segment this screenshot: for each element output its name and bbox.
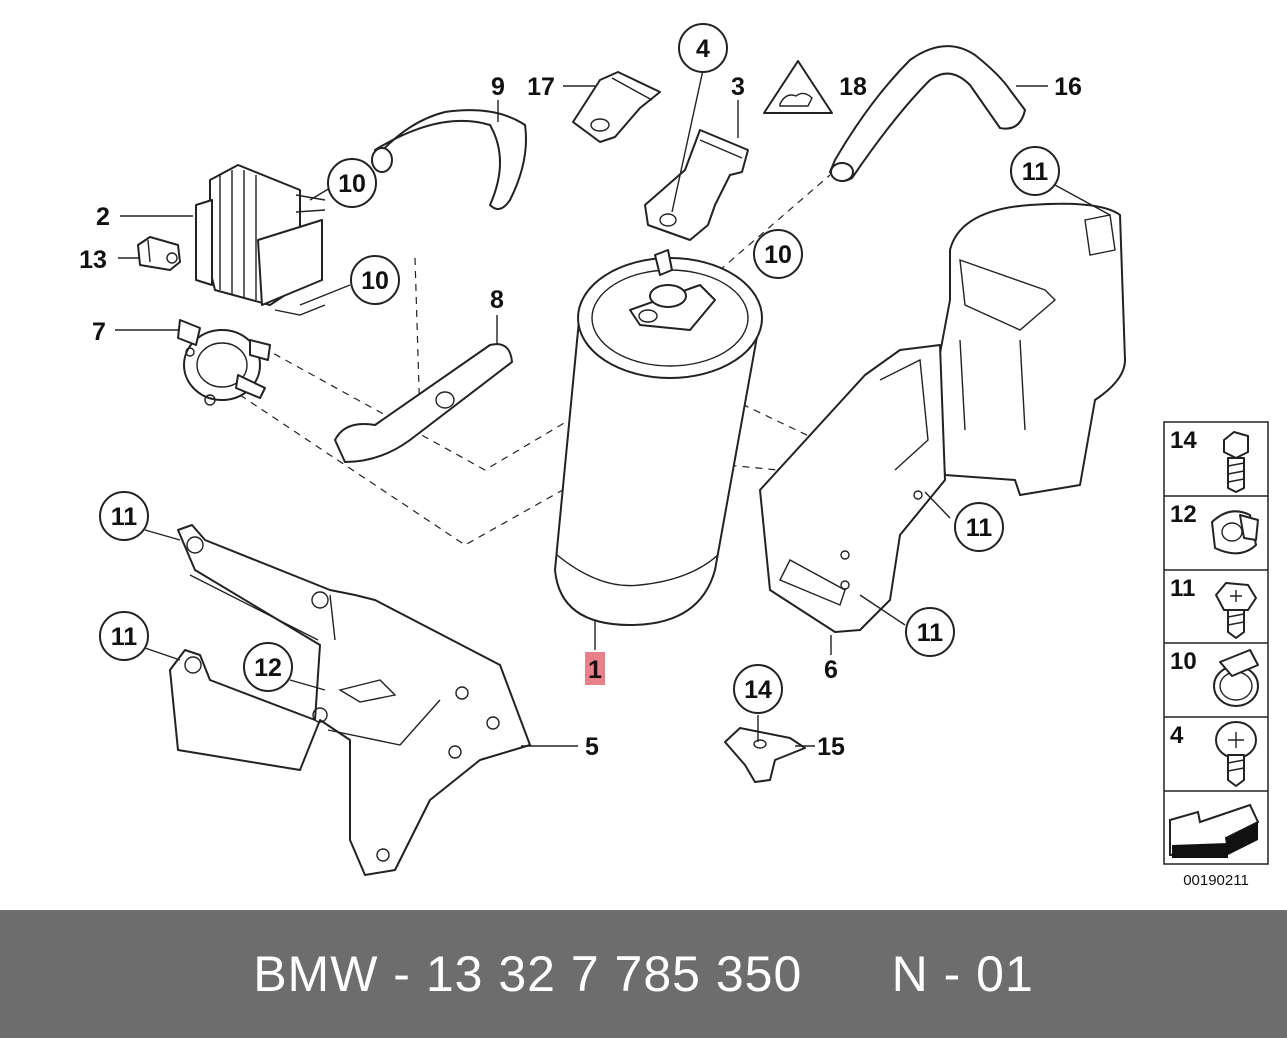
- svg-text:12: 12: [1170, 501, 1197, 528]
- svg-text:10: 10: [338, 170, 366, 198]
- callout-7: 7: [92, 318, 106, 346]
- callout-2: 2: [96, 203, 110, 231]
- legend-row-11: 11: [1170, 575, 1257, 639]
- callout-11-top-right: 11: [1010, 146, 1060, 196]
- svg-text:10: 10: [361, 267, 389, 295]
- legend-row-14: 14: [1170, 427, 1249, 493]
- svg-text:14: 14: [744, 676, 772, 704]
- svg-text:10: 10: [764, 241, 792, 269]
- svg-text:11: 11: [1022, 158, 1049, 186]
- callout-9: 9: [491, 73, 505, 101]
- callout-18: 18: [839, 73, 867, 101]
- callout-1: 1: [588, 656, 602, 684]
- legend-row-12: 12: [1170, 501, 1259, 555]
- svg-text:11: 11: [111, 503, 138, 531]
- position-text: N - 01: [891, 946, 1034, 1002]
- diagram-code: 00190211: [1183, 872, 1249, 889]
- hose-part-8: [334, 343, 513, 463]
- part-number-text: BMW - 13 32 7 785 350: [253, 946, 803, 1002]
- arrow-icon: [1169, 803, 1260, 858]
- clip-nut-icon: [1211, 510, 1259, 555]
- callout-10-right: 10: [753, 229, 803, 279]
- charcoal-unit-part: [195, 164, 326, 316]
- callout-12: 12: [243, 642, 293, 692]
- callout-6: 6: [824, 656, 838, 684]
- svg-text:11: 11: [1170, 575, 1195, 602]
- callout-5: 5: [585, 733, 599, 761]
- hose-part-16: [829, 45, 1026, 182]
- torx-bolt-icon: [1215, 721, 1257, 787]
- connector-part: [137, 236, 181, 271]
- hose-clamp-icon: [1213, 649, 1259, 707]
- callout-10-top: 10: [327, 158, 377, 208]
- svg-text:12: 12: [254, 654, 282, 682]
- callout-11-right-low: 11: [905, 607, 955, 657]
- torx-screw-icon: [1215, 582, 1257, 639]
- svg-text:10: 10: [1170, 648, 1197, 675]
- svg-text:4: 4: [1170, 722, 1184, 749]
- svg-text:11: 11: [917, 619, 944, 647]
- callout-15: 15: [817, 733, 845, 761]
- clip-part-17: [572, 71, 661, 143]
- clip-part-15: [724, 727, 806, 783]
- callout-4: 4: [678, 23, 728, 73]
- svg-text:11: 11: [966, 514, 993, 542]
- warning-triangle-part: [763, 60, 833, 114]
- lower-bracket-part-5: [169, 524, 531, 876]
- hex-bolt-icon: [1223, 431, 1249, 493]
- callout-3: 3: [731, 73, 745, 101]
- callout-1-highlight: [585, 652, 605, 685]
- svg-text:4: 4: [696, 35, 710, 63]
- callout-11-left-top: 11: [99, 491, 149, 541]
- bracket-part-3: [644, 129, 749, 241]
- leader-lines: [115, 69, 1111, 747]
- legend-row-10: 10: [1170, 648, 1259, 707]
- hose-part-9: [371, 109, 527, 210]
- filter-canister-part: [554, 249, 763, 626]
- parts-diagram: 10 10 10 4 11 11 11 11 11 12 14 2 13: [79, 23, 1269, 889]
- part-number-footer: BMW - 13 32 7 785 350 N - 01: [0, 910, 1287, 1038]
- callout-14: 14: [733, 664, 783, 714]
- footer-gap: [802, 945, 891, 1003]
- legend-row-arrow: [1169, 803, 1260, 858]
- callout-11-left-bottom: 11: [99, 611, 149, 661]
- valve-part: [177, 319, 271, 406]
- support-bracket-part-6: [759, 202, 1126, 633]
- callout-13: 13: [79, 246, 107, 274]
- legend-row-4: 4: [1170, 721, 1257, 787]
- svg-text:14: 14: [1170, 427, 1197, 454]
- callout-8: 8: [490, 286, 504, 314]
- callout-11-right-mid: 11: [954, 502, 1004, 552]
- svg-text:11: 11: [111, 623, 138, 651]
- callout-10-mid: 10: [350, 255, 400, 305]
- callout-17: 17: [527, 73, 555, 101]
- callout-16: 16: [1054, 73, 1082, 101]
- fastener-legend: 14 12 11 10: [1163, 421, 1269, 889]
